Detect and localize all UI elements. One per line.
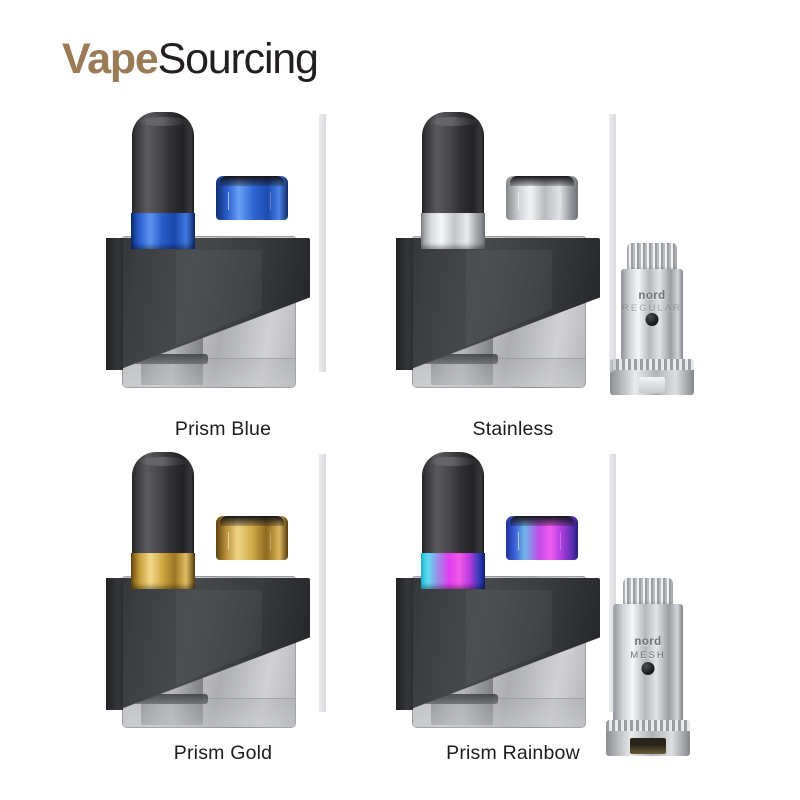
pod-internal-coil <box>424 694 498 704</box>
pod-shell-edge <box>396 238 413 370</box>
pod-fill-port-collar <box>506 516 578 560</box>
pod-cartridge <box>388 108 628 398</box>
pod-tank-seam <box>319 114 326 372</box>
pod-drip-tip <box>132 112 194 224</box>
coil-top-cap <box>623 578 673 606</box>
pod-cartridge <box>98 108 338 398</box>
pod-cartridge <box>388 448 628 738</box>
pod-fill-port-collar <box>216 176 288 220</box>
coil-base <box>610 359 694 395</box>
pod-drip-tip <box>422 112 484 224</box>
variant-label: Prism Blue <box>174 418 272 440</box>
pod-tank-seam <box>609 454 616 712</box>
variant-label: Stainless <box>472 418 554 440</box>
pod-drip-tip <box>422 452 484 564</box>
pod-drip-tip-band <box>131 213 195 249</box>
pod-shell-edge <box>106 578 123 710</box>
pod-drip-tip <box>132 452 194 564</box>
replacement-coil-regular: nord REGULAR <box>604 243 700 395</box>
pod-internal-coil <box>134 354 208 364</box>
brand-logo-secondary: Sourcing <box>157 35 319 83</box>
coil-juice-port-icon <box>645 313 659 326</box>
brand-logo-primary: Vape <box>62 35 159 83</box>
pod-internal-coil <box>424 354 498 364</box>
pod-shell-edge <box>396 578 413 710</box>
pod-tank-seam <box>319 454 326 712</box>
pod-shell-edge <box>106 238 123 370</box>
coil-top-cap <box>627 243 677 271</box>
pod-fill-port-collar <box>216 516 288 560</box>
product-variant-prism-gold[interactable]: Prism Gold <box>78 448 368 778</box>
brand-logo: VapeSourcing <box>62 35 319 83</box>
variant-label: Prism Gold <box>173 742 273 764</box>
product-variant-prism-rainbow[interactable]: Prism Rainbow <box>368 448 658 778</box>
pod-tank-seam <box>609 114 616 372</box>
coil-juice-port-icon <box>641 662 655 675</box>
product-variant-prism-blue[interactable]: Prism Blue <box>78 108 368 440</box>
pod-drip-tip-band <box>421 213 485 249</box>
coil-base <box>606 720 690 756</box>
variant-label: Prism Rainbow <box>446 742 580 764</box>
product-variant-stainless[interactable]: Stainless <box>368 108 658 440</box>
pod-fill-port-collar <box>506 176 578 220</box>
pod-internal-coil <box>134 694 208 704</box>
pod-drip-tip-band <box>421 553 485 589</box>
pod-drip-tip-band <box>131 553 195 589</box>
pod-cartridge <box>98 448 338 738</box>
